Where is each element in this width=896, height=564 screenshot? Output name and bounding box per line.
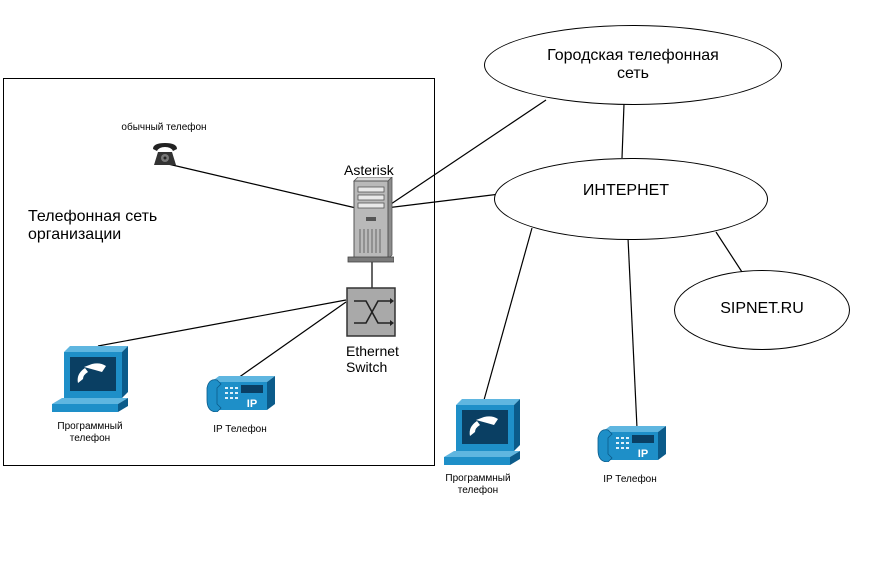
- link-phone-asterisk: [167, 163, 357, 209]
- ethernet-switch-icon: [346, 287, 396, 337]
- softphone-computer-icon: [52, 346, 128, 412]
- ip-phone-icon: IP: [206, 376, 275, 412]
- softphone-outside-label: Программный телефон: [445, 473, 511, 496]
- sipnet-label: SIPNET.RU: [720, 300, 804, 317]
- internet-node: [494, 158, 768, 240]
- switch-label: Ethernet Switch: [346, 343, 399, 376]
- analog-phone-label: обычный телефон: [121, 122, 207, 133]
- sipnet-node: [674, 270, 850, 350]
- city-network-node: [484, 25, 782, 105]
- city-network-label: Городская телефонная сеть: [547, 47, 719, 83]
- asterisk-label: Asterisk: [344, 162, 394, 178]
- analog-phone-icon: [153, 143, 177, 165]
- ip-phone-icon-external: IP: [597, 426, 666, 462]
- asterisk-server-icon: [347, 177, 394, 263]
- link-internet-ipphone: [627, 237, 638, 429]
- organization-network-label: Телефонная сеть организации: [28, 208, 158, 244]
- softphone-inside-label: Программный телефон: [57, 421, 123, 444]
- link-internet-softphone: [483, 227, 533, 401]
- link-internet-sipnet: [715, 231, 743, 273]
- link-ipphone-switch: [237, 301, 347, 379]
- svg-text:IP: IP: [638, 448, 648, 460]
- link-softphone-switch: [97, 299, 347, 347]
- link-asterisk-city: [387, 99, 547, 207]
- svg-text:IP: IP: [247, 398, 257, 410]
- ipphone-inside-label: IP Телефон: [213, 424, 267, 435]
- link-city-internet: [621, 103, 625, 159]
- ipphone-outside-label: IP Телефон: [603, 474, 657, 485]
- softphone-computer-icon-external: [444, 399, 520, 465]
- organization-network-box: [3, 78, 435, 466]
- internet-label: ИНТЕРНЕТ: [582, 182, 670, 199]
- link-asterisk-internet: [385, 193, 501, 209]
